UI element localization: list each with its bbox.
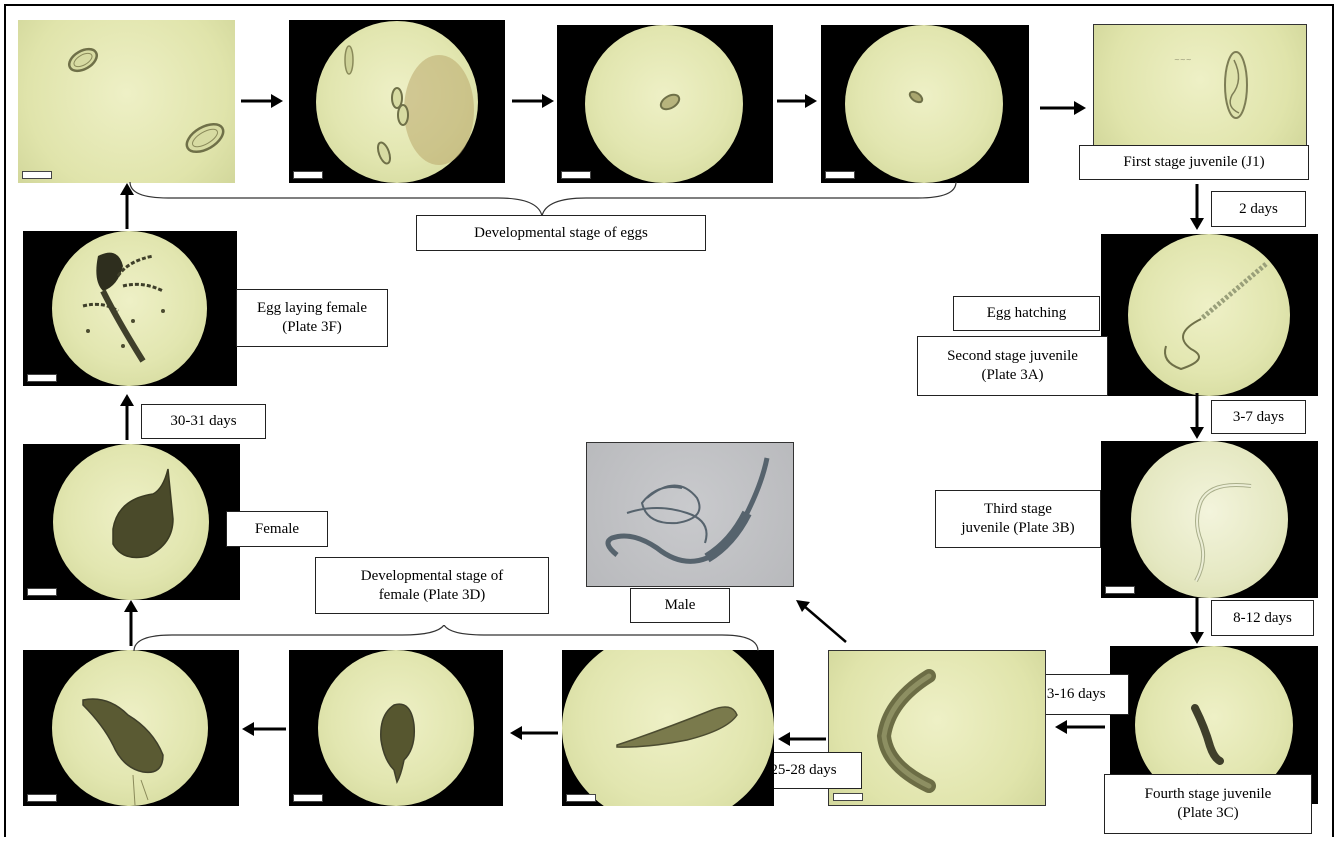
label-egg-hatching: Egg hatching bbox=[953, 296, 1100, 331]
photo-eggs-stage-1 bbox=[18, 20, 235, 183]
label-2-days-text: 2 days bbox=[1239, 200, 1278, 219]
arrow-right-1 bbox=[241, 94, 283, 108]
label-second-stage-juvenile-plate: (Plate 3A) bbox=[981, 366, 1043, 385]
arrow-left-4 bbox=[242, 722, 286, 736]
arrow-left-2 bbox=[778, 732, 826, 746]
arrow-up-1 bbox=[124, 600, 138, 646]
photo-female bbox=[23, 444, 240, 600]
label-8-12-days-text: 8-12 days bbox=[1233, 609, 1292, 628]
photo-female-development-2 bbox=[289, 650, 503, 806]
label-third-stage-juvenile: Third stage juvenile (Plate 3B) bbox=[935, 490, 1101, 548]
svg-text:~~~: ~~~ bbox=[1174, 56, 1192, 64]
label-first-stage-juvenile: First stage juvenile (J1) bbox=[1079, 145, 1309, 180]
label-female-text: Female bbox=[255, 520, 299, 539]
brace-eggs bbox=[128, 180, 958, 220]
arrow-left-1 bbox=[1055, 720, 1105, 734]
label-male: Male bbox=[630, 588, 730, 623]
label-2-days: 2 days bbox=[1211, 191, 1306, 227]
label-fourth-stage-juvenile-plate: (Plate 3C) bbox=[1177, 804, 1238, 823]
arrow-up-2 bbox=[120, 394, 134, 440]
arrow-left-3 bbox=[510, 726, 558, 740]
label-second-stage-juvenile: Second stage juvenile (Plate 3A) bbox=[917, 336, 1108, 396]
photo-third-stage-juvenile bbox=[1101, 441, 1318, 598]
photo-eggs-stage-3 bbox=[557, 25, 773, 183]
arrow-right-2 bbox=[512, 94, 554, 108]
label-developmental-stage-eggs: Developmental stage of eggs bbox=[416, 215, 706, 251]
arrow-up-3 bbox=[120, 183, 134, 229]
label-developmental-stage-female: Developmental stage of female (Plate 3D) bbox=[315, 557, 549, 614]
label-egg-hatching-text: Egg hatching bbox=[987, 304, 1067, 323]
label-egg-laying-female: Egg laying female (Plate 3F) bbox=[236, 289, 388, 347]
label-fourth-stage-juvenile-text: Fourth stage juvenile bbox=[1145, 785, 1272, 804]
label-30-31-days: 30-31 days bbox=[141, 404, 266, 439]
label-egg-laying-female-text: Egg laying female bbox=[257, 299, 367, 318]
label-3-7-days-text: 3-7 days bbox=[1233, 408, 1284, 427]
photo-female-development-3 bbox=[562, 650, 774, 806]
label-developmental-female-line2: female (Plate 3D) bbox=[379, 586, 486, 605]
label-30-31-days-text: 30-31 days bbox=[170, 412, 236, 431]
label-3-7-days: 3-7 days bbox=[1211, 400, 1306, 434]
photo-female-development-1 bbox=[23, 650, 239, 806]
arrow-right-4 bbox=[1040, 101, 1086, 115]
photo-male bbox=[586, 442, 794, 587]
arrow-down-2 bbox=[1190, 393, 1204, 439]
label-fourth-stage-juvenile: Fourth stage juvenile (Plate 3C) bbox=[1104, 774, 1312, 834]
brace-female-development bbox=[132, 625, 762, 655]
label-second-stage-juvenile-text: Second stage juvenile bbox=[947, 347, 1078, 366]
label-25-28-days-text: 25-28 days bbox=[770, 761, 836, 780]
label-8-12-days: 8-12 days bbox=[1211, 600, 1314, 636]
photo-egg-laying-female bbox=[23, 231, 237, 386]
arrow-down-1 bbox=[1190, 184, 1204, 230]
photo-eggs-stage-4 bbox=[821, 25, 1029, 183]
label-13-16-days-text: 13-16 days bbox=[1039, 685, 1105, 704]
label-third-stage-line1: Third stage bbox=[984, 500, 1052, 519]
arrow-diagonal-male bbox=[794, 598, 850, 644]
photo-eggs-stage-2 bbox=[289, 20, 505, 183]
label-egg-laying-female-plate: (Plate 3F) bbox=[282, 318, 342, 337]
arrow-right-3 bbox=[777, 94, 817, 108]
label-developmental-female-line1: Developmental stage of bbox=[361, 567, 503, 586]
label-developmental-stage-eggs-text: Developmental stage of eggs bbox=[474, 224, 648, 243]
label-female: Female bbox=[226, 511, 328, 547]
label-third-stage-line2: juvenile (Plate 3B) bbox=[961, 519, 1074, 538]
photo-second-stage-juvenile bbox=[1101, 234, 1318, 396]
arrow-down-3 bbox=[1190, 598, 1204, 644]
label-first-stage-juvenile-text: First stage juvenile (J1) bbox=[1123, 153, 1264, 172]
photo-first-stage-juvenile: ~~~ bbox=[1093, 24, 1307, 148]
label-male-text: Male bbox=[665, 596, 696, 615]
